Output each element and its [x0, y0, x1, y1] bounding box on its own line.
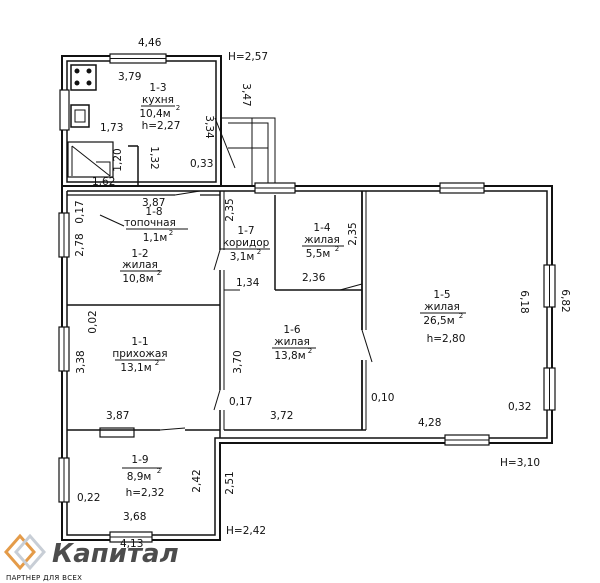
room-1-8-name: топочная [124, 217, 176, 229]
area-sup: 2 [459, 312, 463, 320]
room-1-1-area: 13,1м [120, 362, 151, 374]
dim-120: 1,20 [112, 148, 124, 171]
dim-132: 1,32 [148, 146, 160, 169]
stove [70, 64, 97, 91]
room-1-6-name: жилая [274, 336, 310, 348]
room-1-2-id: 1-2 [131, 248, 148, 260]
room-1-3-area: 10,4м [139, 108, 170, 120]
room-1-7-area: 3,1м [230, 251, 255, 263]
height-bottom: H=2,42 [226, 525, 266, 537]
room-1-6-id: 1-6 [283, 324, 300, 336]
dim-032: 0,32 [508, 401, 531, 413]
brand-watermark: Капитал ПАРТНЕР ДЛЯ ВСЕХ [4, 533, 179, 582]
dim-top-width: 4,46 [138, 37, 162, 49]
area-sup: 2 [157, 269, 161, 277]
room-1-3-id: 1-3 [149, 82, 166, 94]
dim-134: 1,34 [236, 277, 260, 289]
stair-block [67, 141, 114, 178]
height-labels: H=2,57 H=3,10 H=2,42 [226, 51, 540, 537]
room-1-4-id: 1-4 [313, 222, 330, 234]
room-1-8-area: 1,1м [143, 232, 168, 244]
area-sup: 2 [257, 248, 261, 256]
dim-251: 2,51 [224, 471, 236, 494]
room-1-7-id: 1-7 [237, 225, 254, 237]
dimension-labels: 4,46 3,79 3,47 3,34 1,73 1,20 1,32 1,62 … [74, 37, 571, 550]
dim-010: 0,10 [371, 392, 394, 404]
room-1-2-area: 10,8м [122, 273, 153, 285]
room-1-5-name: жилая [424, 301, 460, 313]
room-1-5-id: 1-5 [433, 289, 450, 301]
area-sup: 2 [176, 104, 180, 112]
room-1-5-area: 26,5м [423, 315, 454, 327]
dim-278: 2,78 [74, 233, 86, 256]
dim-236: 2,36 [302, 272, 326, 284]
room-1-9-height: h=2,32 [126, 487, 165, 499]
dim-242: 2,42 [191, 469, 203, 492]
room-1-4-name: жилая [304, 234, 340, 246]
area-sup: 2 [169, 229, 173, 237]
brand-logo-text: Капитал [52, 539, 179, 569]
dim-017: 0,17 [74, 200, 86, 223]
room-1-5-height: h=2,80 [427, 333, 466, 345]
dim-022: 0,22 [77, 492, 100, 504]
room-labels: 1-3 кухня 10,4м 2 h=2,27 1-8 топочная 1,… [99, 82, 466, 499]
dim-162: 1,62 [92, 176, 115, 188]
height-top: H=2,57 [228, 51, 268, 63]
house-outer-wall [61, 185, 553, 541]
kitchen-left-window [59, 89, 70, 131]
walls [58, 53, 556, 543]
dim-033: 0,33 [190, 158, 213, 170]
dim-017-b: 0,17 [229, 396, 252, 408]
area-sup: 2 [335, 245, 339, 253]
dim-387-top: 3,87 [142, 197, 165, 209]
dim-235-corr: 2,35 [224, 198, 236, 221]
dim-002: 0,02 [87, 310, 99, 333]
area-sup: 2 [308, 347, 312, 355]
room-1-8-id: 1-8 [145, 206, 162, 218]
room-1-1-id: 1-1 [131, 336, 148, 348]
dim-618: 6,18 [518, 290, 530, 313]
room-1-9-area: 8,9м [127, 471, 152, 483]
dim-235-r14: 2,35 [347, 222, 359, 245]
dim-682: 6,82 [559, 289, 571, 312]
height-right: H=3,10 [500, 457, 540, 469]
room-1-2-name: жилая [122, 259, 158, 271]
dim-387-bottom: 3,87 [106, 410, 129, 422]
room-1-3-height: h=2,27 [142, 120, 181, 132]
dim-428: 4,28 [418, 417, 441, 429]
dim-413: 4,13 [120, 538, 143, 550]
brand-tagline: ПАРТНЕР ДЛЯ ВСЕХ [6, 574, 82, 582]
dim-372: 3,72 [270, 410, 293, 422]
room-1-1-name: прихожая [112, 348, 167, 360]
room-1-3-name: кухня [142, 94, 174, 106]
brand-logo-icon [4, 533, 46, 571]
dim-kitchen-right: 3,47 [240, 83, 252, 106]
room-1-9-id: 1-9 [131, 454, 148, 466]
area-sup: 2 [155, 359, 159, 367]
dim-kitchen-inner: 3,34 [203, 115, 215, 139]
dim-173: 1,73 [100, 122, 123, 134]
sink [70, 104, 90, 128]
dim-338: 3,38 [75, 350, 87, 373]
dim-kitchen-width: 3,79 [118, 71, 141, 83]
room-1-4-area: 5,5м [306, 248, 331, 260]
area-sup: 2 [157, 467, 161, 475]
room-1-6-area: 13,8м [274, 350, 305, 362]
dim-370: 3,70 [232, 350, 244, 373]
dim-368: 3,68 [123, 511, 146, 523]
room-1-7-name: коридор [223, 237, 270, 249]
